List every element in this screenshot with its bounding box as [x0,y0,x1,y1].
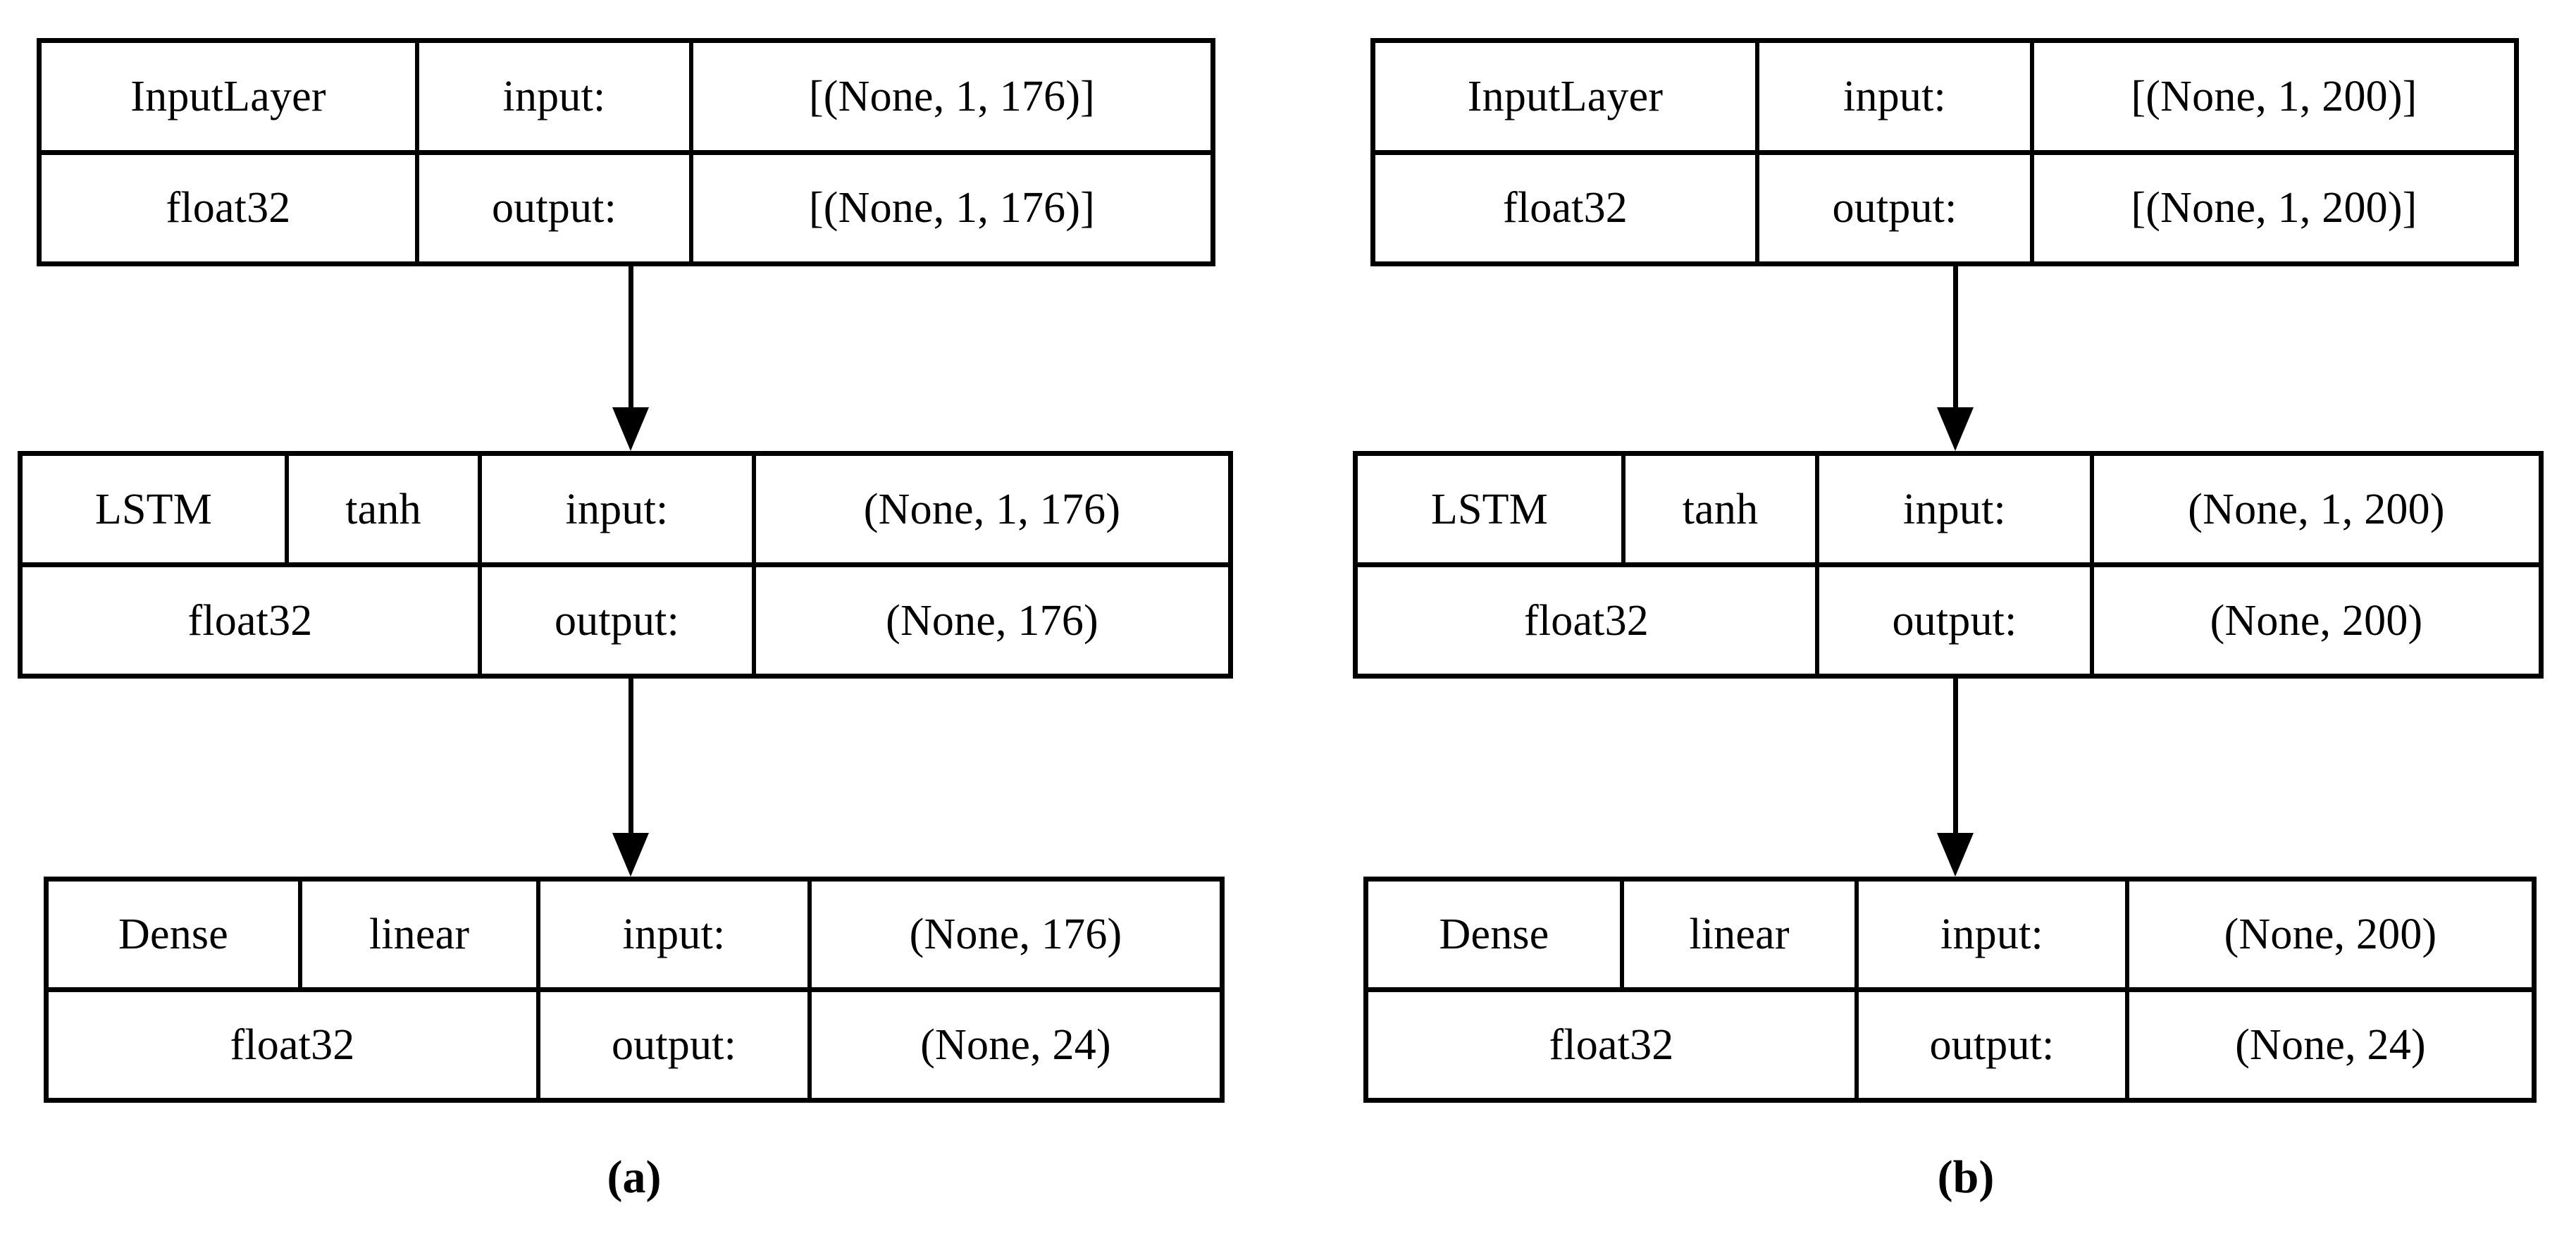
output-shape-cell: (None, 200) [2210,596,2423,645]
layer-row-input: Dense linear input: (None, 176) [49,882,1220,992]
output-shape-cell: (None, 24) [2235,1021,2426,1069]
output-label-cell: output: [419,154,693,261]
panel-a-arrow-lstm-to-dense [607,679,654,877]
layer-name-cell: Dense [1368,882,1624,987]
output-label-cell: output: [1859,992,2129,1098]
panel-b-caption: (b) [1937,1151,1995,1203]
panel-b-inputlayer-block: InputLayer input: [(None, 1, 200)] float… [1370,38,2519,266]
layer-row-input: InputLayer input: [(None, 1, 200)] [1375,43,2514,155]
layer-row-output: float32 output: (None, 200) [1358,567,2539,674]
layer-row-output: float32 output: [(None, 1, 176)] [42,154,1210,261]
output-shape-cell: [(None, 1, 176)] [808,184,1096,233]
panel-b-lstm-block: LSTM tanh input: (None, 1, 200) float32 … [1353,451,2544,679]
layer-row-input: LSTM tanh input: (None, 1, 200) [1358,456,2539,567]
layer-row-output: float32 output: (None, 24) [1368,992,2532,1098]
input-label-cell: input: [419,43,693,150]
layer-name-cell: LSTM [1358,456,1626,562]
panel-b-dense-block: Dense linear input: (None, 200) float32 … [1363,877,2537,1103]
layer-activation-cell: tanh [1626,456,1819,562]
input-shape-cell: [(None, 1, 200)] [2131,72,2417,120]
layer-activation-cell: linear [1624,882,1859,987]
layer-activation-cell: linear [302,882,540,987]
output-label-cell: output: [1759,154,2034,261]
panel-b-arrow-lstm-to-dense [1932,679,1979,877]
layer-dtype-cell: float32 [1368,992,1859,1098]
layer-dtype-cell: float32 [49,992,540,1098]
input-shape-cell: (None, 176) [909,910,1122,958]
output-shape-cell: [(None, 1, 200)] [2131,184,2417,233]
input-label-cell: input: [540,882,812,987]
layer-row-output: float32 output: (None, 24) [49,992,1220,1098]
layer-row-output: float32 output: (None, 176) [23,567,1228,674]
layer-name-cell: LSTM [23,456,289,562]
input-shape-cell: [(None, 1, 176)] [808,72,1096,120]
output-label-cell: output: [540,992,812,1098]
layer-name-cell: InputLayer [1375,43,1759,150]
output-label-cell: output: [482,567,756,674]
panel-a-lstm-block: LSTM tanh input: (None, 1, 176) float32 … [18,451,1233,679]
panel-b-arrow-input-to-lstm [1932,266,1979,451]
input-label-cell: input: [1759,43,2034,150]
input-shape-cell: (None, 1, 176) [863,485,1121,533]
input-label-cell: input: [1819,456,2094,562]
layer-dtype-cell: float32 [42,154,419,261]
input-shape-cell: (None, 200) [2224,910,2437,958]
layer-row-input: LSTM tanh input: (None, 1, 176) [23,456,1228,567]
panel-a-inputlayer-block: InputLayer input: [(None, 1, 176)] float… [37,38,1215,266]
layer-dtype-cell: float32 [1358,567,1819,674]
panel-a-caption: (a) [607,1151,662,1203]
layer-name-cell: InputLayer [42,43,419,150]
layer-name-cell: Dense [49,882,302,987]
layer-dtype-cell: float32 [23,567,482,674]
panel-a-arrow-input-to-lstm [607,266,654,451]
layer-activation-cell: tanh [289,456,482,562]
layer-row-input: InputLayer input: [(None, 1, 176)] [42,43,1210,155]
input-shape-cell: (None, 1, 200) [2188,485,2445,533]
panel-a-dense-block: Dense linear input: (None, 176) float32 … [44,877,1225,1103]
input-label-cell: input: [1859,882,2129,987]
output-label-cell: output: [1819,567,2094,674]
layer-row-input: Dense linear input: (None, 200) [1368,882,2532,992]
output-shape-cell: (None, 24) [920,1021,1111,1069]
layer-row-output: float32 output: [(None, 1, 200)] [1375,154,2514,261]
layer-dtype-cell: float32 [1375,154,1759,261]
output-shape-cell: (None, 176) [886,596,1098,645]
input-label-cell: input: [482,456,756,562]
